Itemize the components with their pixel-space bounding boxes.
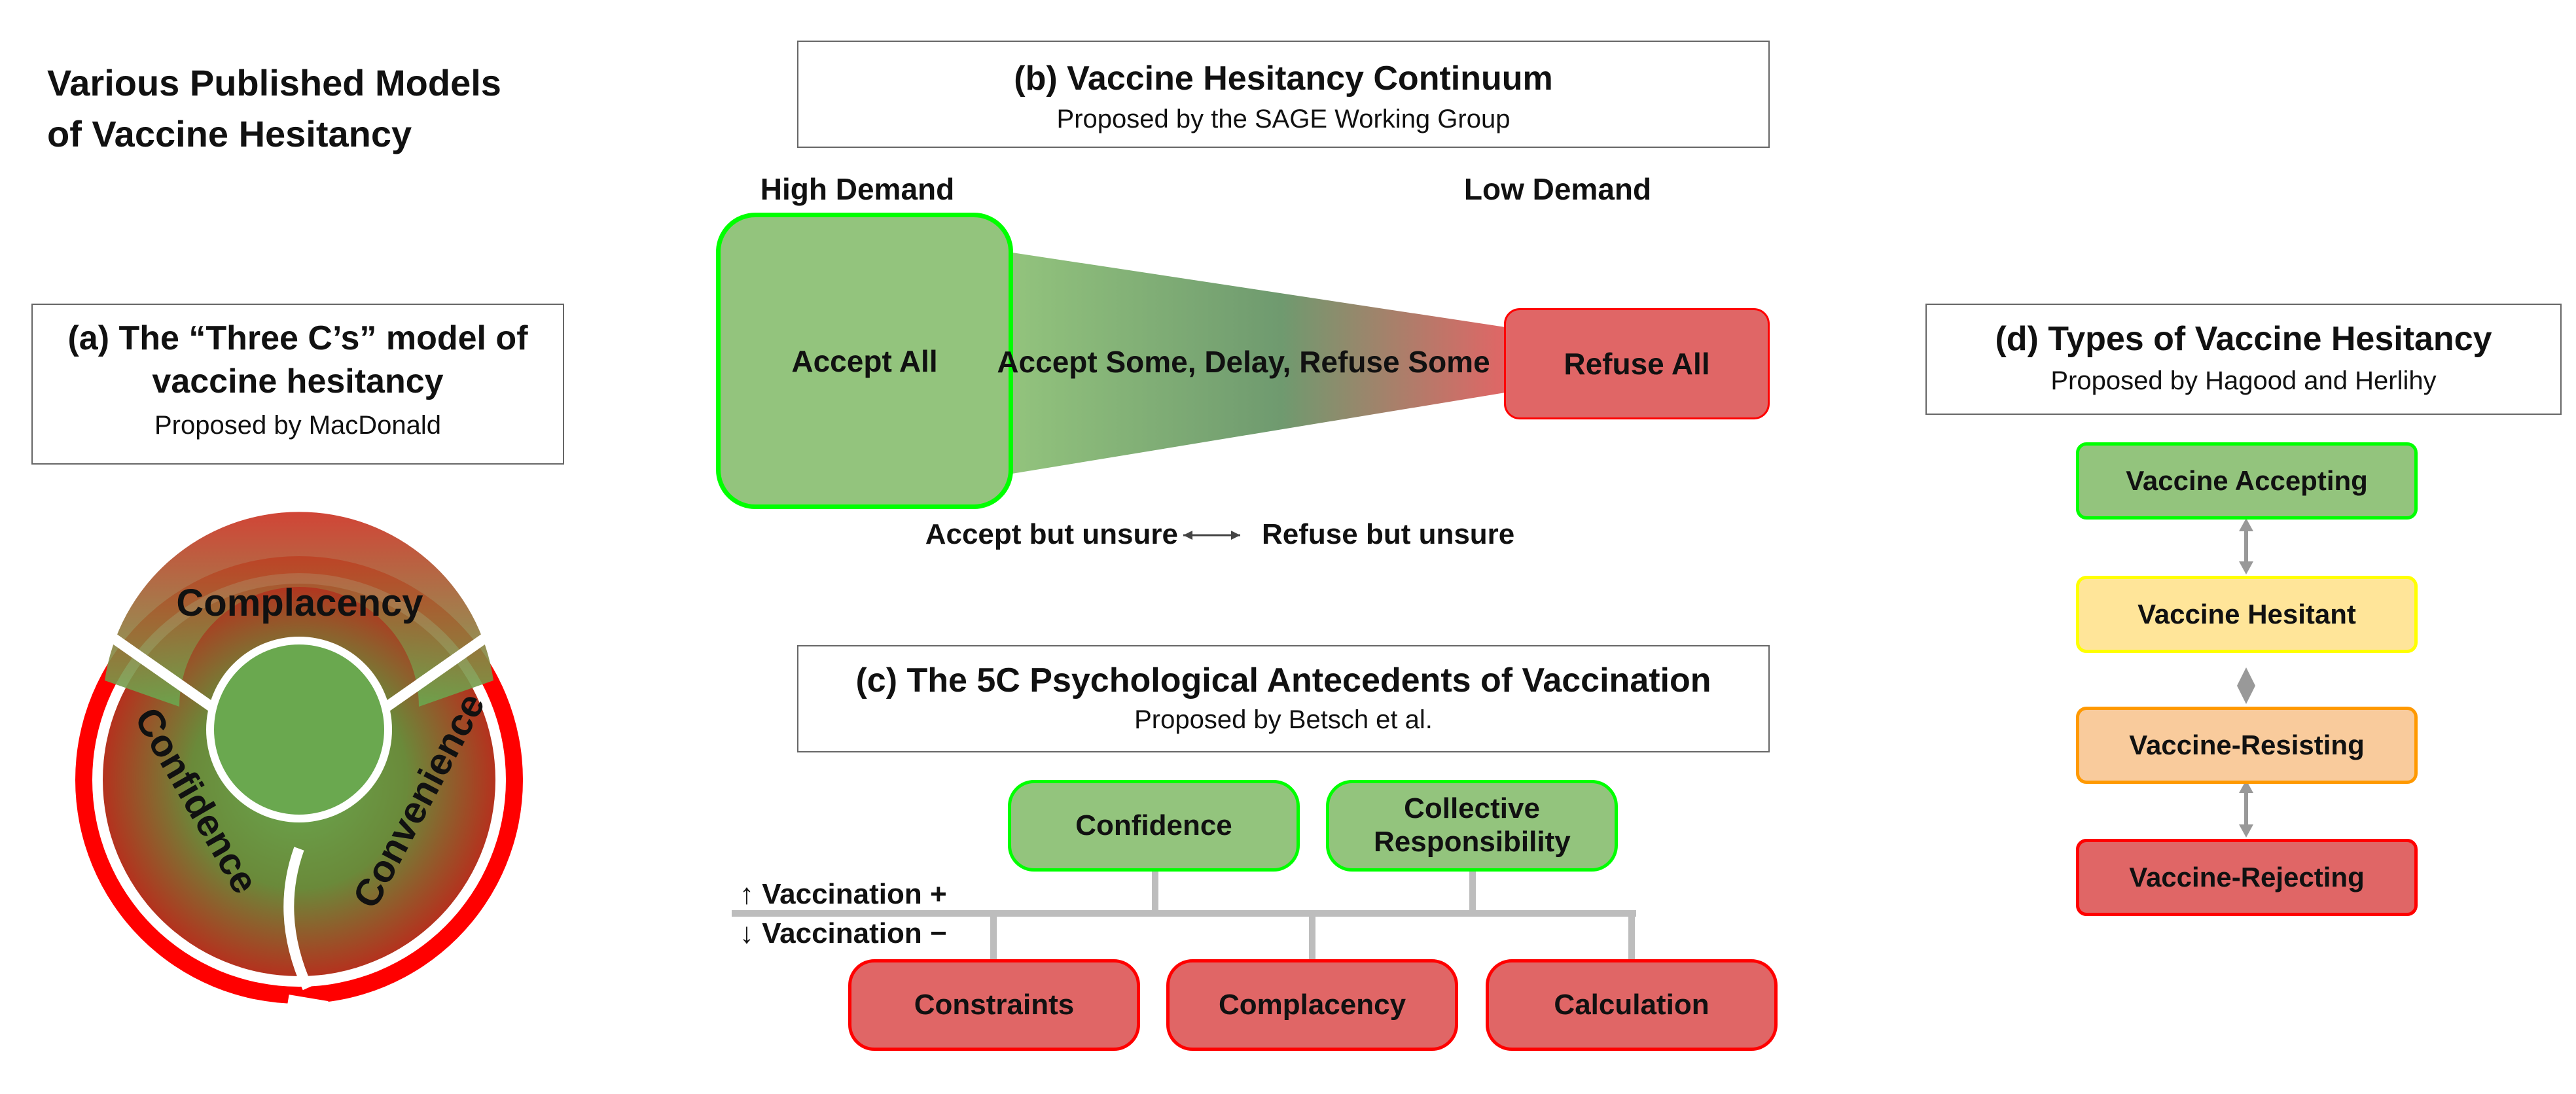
panel-b-subtitle: Proposed by the SAGE Working Group <box>1056 105 1511 133</box>
5c-complacency: Complacency <box>1166 959 1458 1051</box>
5c-calculation: Calculation <box>1486 959 1778 1051</box>
three-cs-circle <box>67 512 529 1014</box>
5c-confidence: Confidence <box>1008 780 1300 872</box>
5c-connectors <box>732 870 1636 962</box>
panel-b-title: (b) Vaccine Hesitancy Continuum <box>1014 60 1553 97</box>
vaccination-negative-label: ↓ Vaccination − <box>740 917 947 949</box>
refuse-all-box: Refuse All <box>1504 308 1770 419</box>
low-demand-label: Low Demand <box>1463 172 1652 206</box>
page-title: Various Published Models of Vaccine Hesi… <box>47 62 501 154</box>
5c-constraints: Constraints <box>848 959 1140 1051</box>
type-vaccine-accepting: Vaccine Accepting <box>2076 442 2418 520</box>
panel-c-subtitle: Proposed by Betsch et al. <box>1134 705 1433 734</box>
panel-a-title: (a) The “Three C’s” model of vaccine hes… <box>67 319 528 400</box>
panel-b-title-box: (b) Vaccine Hesitancy Continuum Proposed… <box>797 41 1770 148</box>
middle-label: Accept Some, Delay, Refuse Some <box>997 345 1490 379</box>
type-vaccine-hesitant: Vaccine Hesitant <box>2076 576 2418 653</box>
5c-collective-responsibility: Collective Responsibility <box>1326 780 1618 872</box>
panel-a-subtitle: Proposed by MacDonald <box>154 411 442 440</box>
type-vaccine-rejecting: Vaccine-Rejecting <box>2076 839 2418 916</box>
panel-d-subtitle: Proposed by Hagood and Herlihy <box>2050 366 2437 395</box>
panel-a-title-box: (a) The “Three C’s” model of vaccine hes… <box>31 304 564 465</box>
high-demand-label: High Demand <box>760 172 955 206</box>
arrow-right-head <box>1231 531 1240 540</box>
panel-d-title: (d) Types of Vaccine Hesitancy <box>1995 320 2492 358</box>
types-arrows <box>2237 518 2255 838</box>
accept-all-box: Accept All <box>716 213 1013 509</box>
panel-c-title: (c) The 5C Psychological Antecedents of … <box>855 662 1711 699</box>
type-vaccine-resisting: Vaccine-Resisting <box>2076 707 2418 784</box>
vaccination-positive-label: ↑ Vaccination + <box>740 878 947 910</box>
panel-c-title-box: (c) The 5C Psychological Antecedents of … <box>797 645 1770 752</box>
accept-unsure-label: Accept but unsure <box>925 518 1178 550</box>
continuum-gradient <box>1008 252 1505 474</box>
panel-d-title-box: (d) Types of Vaccine Hesitancy Proposed … <box>1925 304 2562 415</box>
refuse-unsure-label: Refuse but unsure <box>1262 518 1515 550</box>
arrow-left-head <box>1183 531 1192 540</box>
segment-complacency: Complacency <box>176 582 423 624</box>
